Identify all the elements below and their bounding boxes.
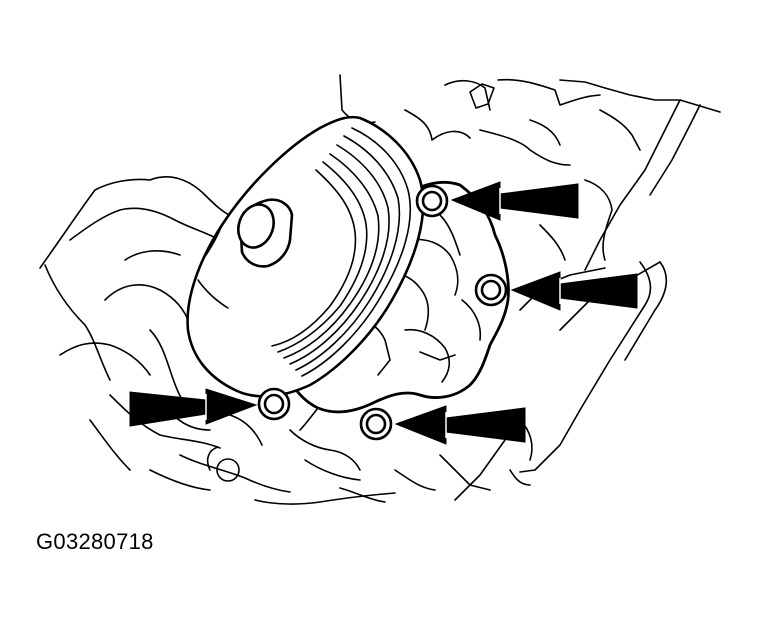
callout-arrows xyxy=(129,181,638,445)
bolt-right xyxy=(474,273,508,307)
pulley-hub xyxy=(237,198,294,268)
engine-block-linework-left xyxy=(39,176,396,505)
engine-block-linework-right xyxy=(339,74,721,501)
arrow-right xyxy=(510,271,638,311)
mounting-bolts xyxy=(257,184,508,441)
bolt-lower-right xyxy=(359,407,393,441)
arrow-lower-left xyxy=(129,388,258,427)
bolt-upper xyxy=(415,184,449,218)
arrow-lower-right xyxy=(394,405,526,445)
arrow-upper xyxy=(450,181,579,221)
figure-id-label: G03280718 xyxy=(36,529,154,554)
bolt-lower-left xyxy=(257,387,291,421)
